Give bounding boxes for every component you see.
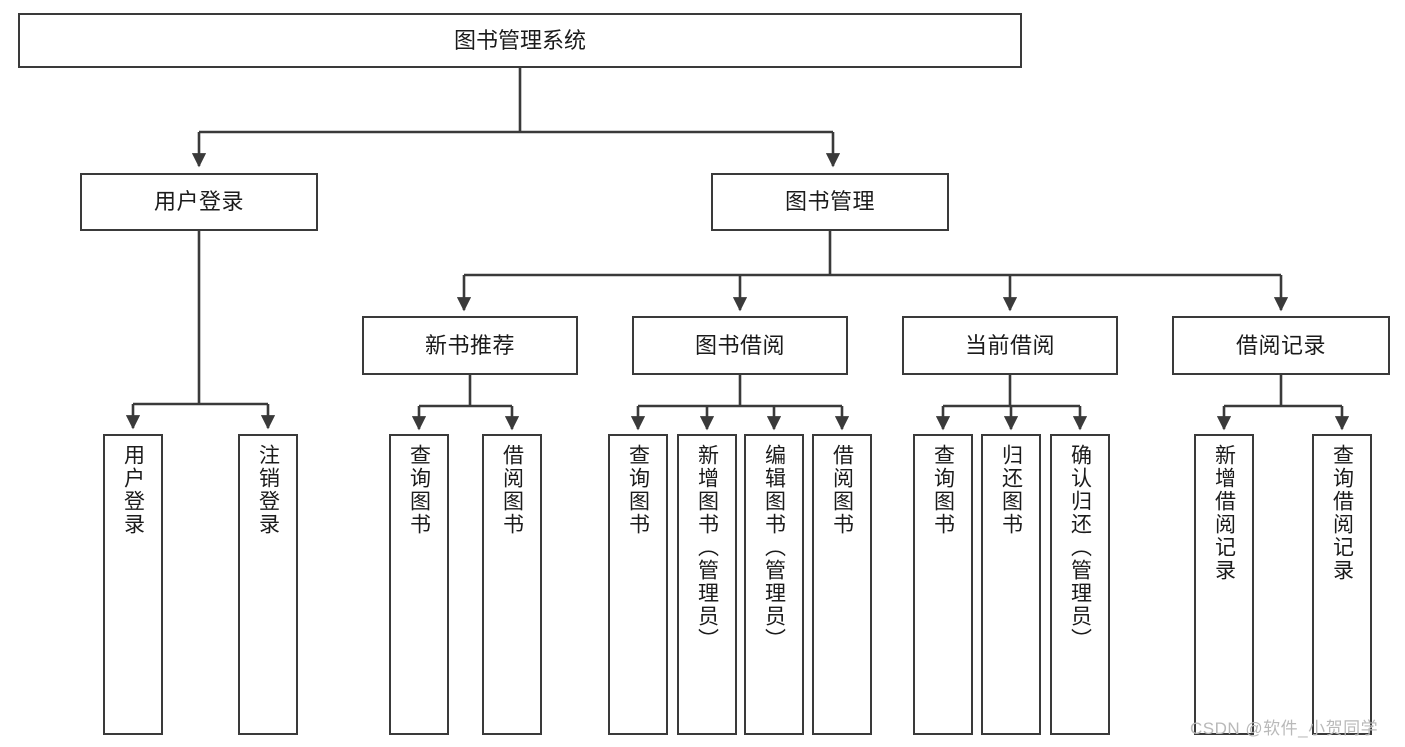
node-label: 图书管理 xyxy=(784,189,875,215)
node-label: 图书借阅 xyxy=(694,332,785,358)
node-label: 查询图书 xyxy=(407,444,431,536)
leaf-query-book-recommend[interactable]: 查询图书 xyxy=(389,434,449,735)
node-label: 归还图书 xyxy=(999,444,1023,536)
leaf-user-login[interactable]: 用户登录 xyxy=(103,434,163,735)
node-label: 查询图书 xyxy=(931,444,955,536)
node-user-login[interactable]: 用户登录 xyxy=(80,173,318,231)
node-label: 查询借阅记录 xyxy=(1330,444,1354,582)
node-label: 新增借阅记录 xyxy=(1212,444,1236,582)
node-label: 当前借阅 xyxy=(964,332,1055,358)
leaf-borrow-book[interactable]: 借阅图书 xyxy=(812,434,872,735)
node-book-management[interactable]: 图书管理 xyxy=(711,173,949,231)
node-new-book-recommend[interactable]: 新书推荐 xyxy=(362,316,578,375)
leaf-borrow-book-recommend[interactable]: 借阅图书 xyxy=(482,434,542,735)
leaf-logout-login[interactable]: 注销登录 xyxy=(238,434,298,735)
node-label: 用户登录 xyxy=(121,444,145,536)
leaf-confirm-return[interactable]: 确认归还（管理员） xyxy=(1050,434,1110,735)
leaf-edit-book[interactable]: 编辑图书（管理员） xyxy=(744,434,804,735)
node-root-system[interactable]: 图书管理系统 xyxy=(18,13,1022,68)
node-label: 新书推荐 xyxy=(424,332,515,358)
node-borrow-record[interactable]: 借阅记录 xyxy=(1172,316,1390,375)
node-label: 新增图书（管理员） xyxy=(695,444,719,651)
leaf-query-book-borrow[interactable]: 查询图书 xyxy=(608,434,668,735)
leaf-query-book-current[interactable]: 查询图书 xyxy=(913,434,973,735)
leaf-add-borrow-record[interactable]: 新增借阅记录 xyxy=(1194,434,1254,735)
node-label: 注销登录 xyxy=(256,444,280,536)
node-book-borrow[interactable]: 图书借阅 xyxy=(632,316,848,375)
leaf-query-borrow-record[interactable]: 查询借阅记录 xyxy=(1312,434,1372,735)
node-label: 图书管理系统 xyxy=(453,27,586,53)
node-label: 借阅图书 xyxy=(500,444,524,536)
csdn-watermark: CSDN @软件_小贺同学 xyxy=(1190,719,1379,738)
node-label: 借阅图书 xyxy=(830,444,854,536)
node-label: 查询图书 xyxy=(626,444,650,536)
leaf-return-book[interactable]: 归还图书 xyxy=(981,434,1041,735)
node-current-borrow[interactable]: 当前借阅 xyxy=(902,316,1118,375)
node-label: 借阅记录 xyxy=(1235,332,1326,358)
node-label: 编辑图书（管理员） xyxy=(762,444,786,651)
node-label: 用户登录 xyxy=(153,189,244,215)
node-label: 确认归还（管理员） xyxy=(1068,444,1092,651)
leaf-add-book[interactable]: 新增图书（管理员） xyxy=(677,434,737,735)
